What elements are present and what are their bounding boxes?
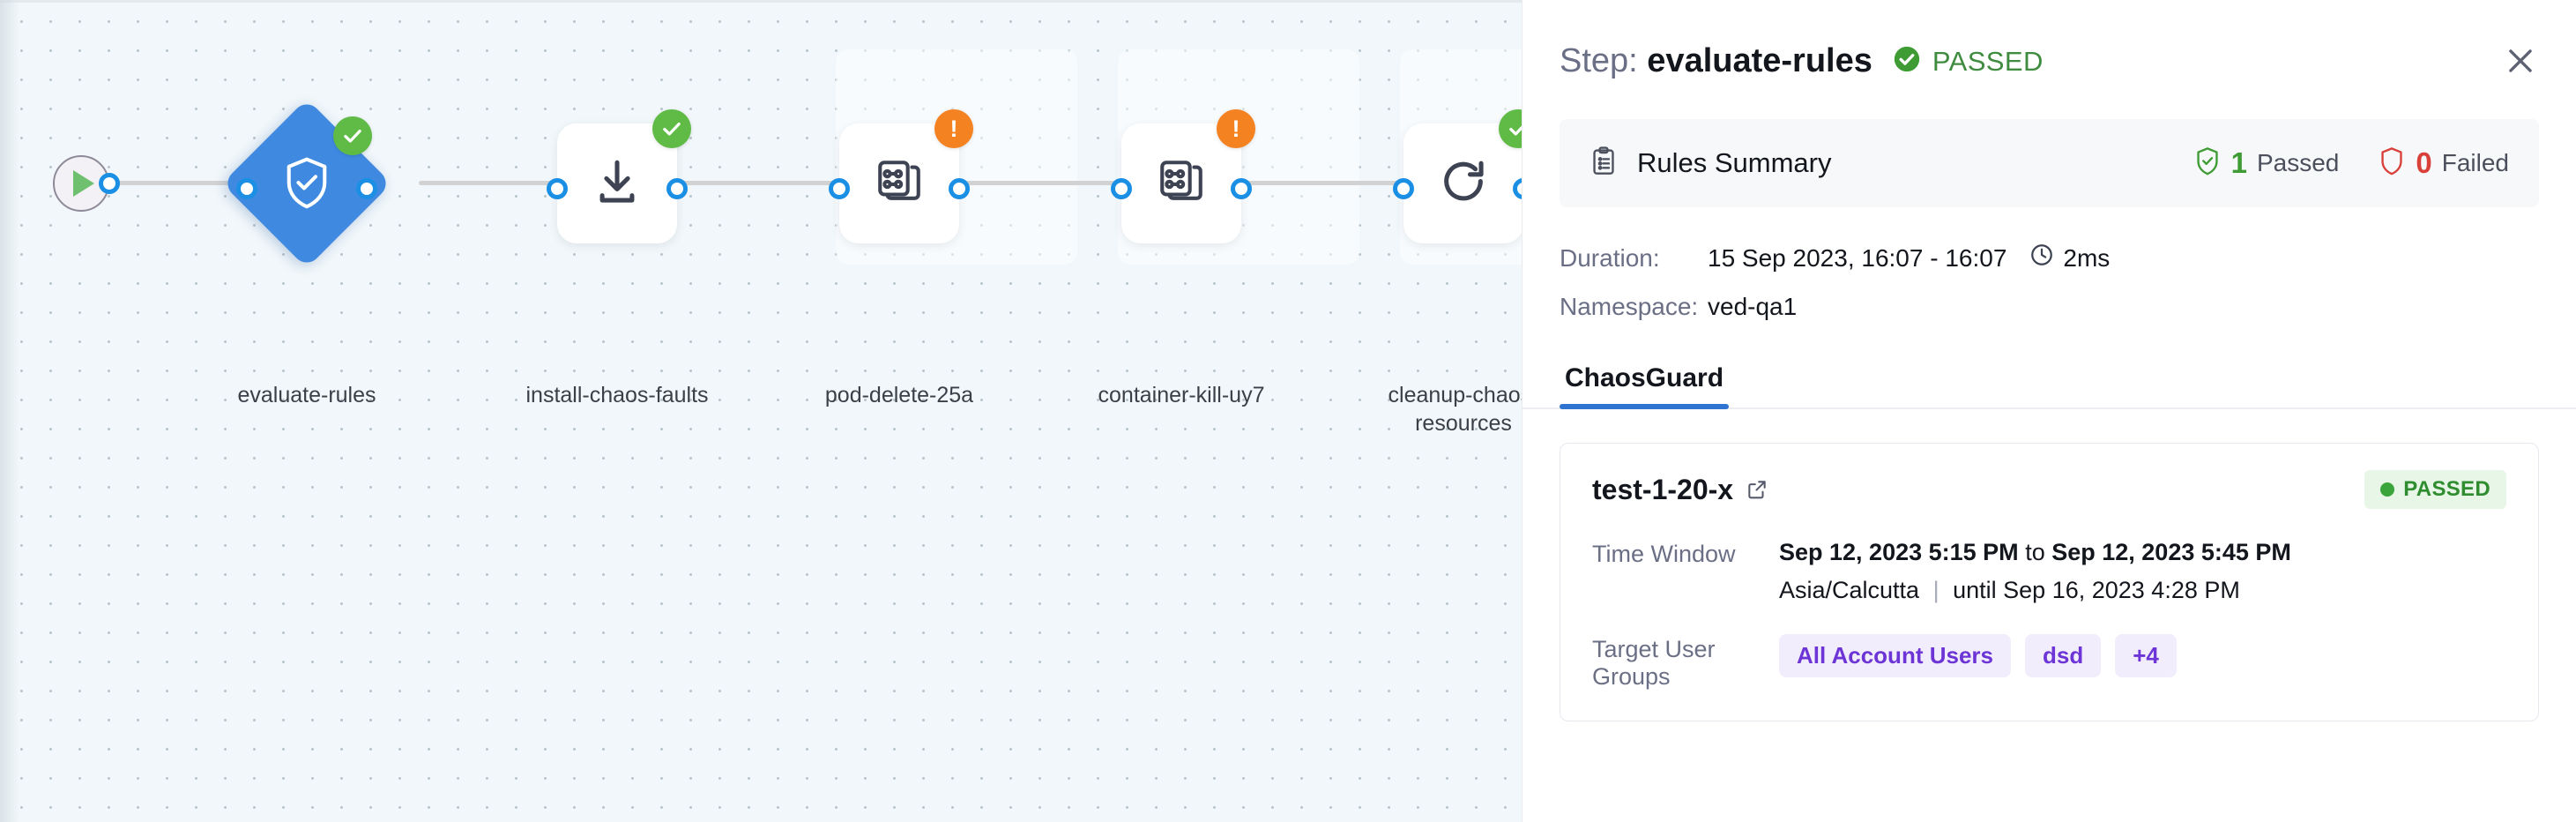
pipeline-edge: [679, 181, 838, 185]
refresh-icon: [1438, 156, 1489, 212]
panel-title-step-name: evaluate-rules: [1647, 42, 1872, 79]
node-port-left[interactable]: [1393, 178, 1414, 199]
namespace-value: ved-qa1: [1708, 293, 1798, 320]
status-dot-icon: [2380, 482, 2395, 497]
rule-name: test-1-20-x: [1592, 473, 1734, 505]
node-label: evaluate-rules: [237, 383, 376, 407]
chip[interactable]: dsd: [2024, 634, 2102, 677]
step-meta: Duration: 15 Sep 2023, 16:07 - 16:07 2ms…: [1560, 243, 2539, 321]
shield-check-icon: [2193, 146, 2222, 181]
rules-failed-stat: 0 Failed: [2378, 146, 2509, 181]
status-badge-success: [333, 116, 372, 155]
node-shape-card[interactable]: [1403, 123, 1522, 243]
chaosguard-rule-card: test-1-20-x PASSED Time Window Sep: [1560, 443, 2539, 721]
check-circle-icon: [1892, 44, 1922, 78]
target-user-groups-chips: All Account Users dsd +4: [1779, 634, 2177, 677]
time-window-start: Sep 12, 2023 5:15 PM: [1779, 539, 2019, 565]
time-window-until: until Sep 16, 2023 4:28 PM: [1953, 577, 2240, 603]
rules-passed-stat: 1 Passed: [2193, 146, 2340, 181]
node-port-left[interactable]: [547, 178, 568, 199]
canvas-top-divider: [0, 0, 1522, 3]
node-label: container-kill-uy7: [1098, 383, 1265, 407]
duration-elapsed: 2ms: [2063, 243, 2111, 272]
duration-label: Duration:: [1560, 243, 1660, 272]
pipeline-canvas[interactable]: evaluate-rules install-chaos-faults: [0, 0, 1522, 822]
node-shape-card[interactable]: [557, 123, 677, 243]
namespace-label: Namespace:: [1560, 293, 1699, 320]
pipeline-node-pod-delete-25a[interactable]: ! pod-delete-25a: [825, 109, 973, 407]
time-window-joiner: to: [2025, 539, 2045, 565]
node-shape-card[interactable]: [1121, 123, 1241, 243]
node-port-left[interactable]: [236, 178, 257, 199]
play-icon: [73, 170, 94, 197]
node-port-right[interactable]: [99, 173, 120, 194]
pipeline-node-cleanup-chaos-resources[interactable]: cleanup-chaos-resources: [1389, 109, 1522, 436]
panel-tabs: ChaosGuard: [1523, 351, 2576, 409]
pipeline-edge: [961, 181, 1120, 185]
chaos-experiment-icon: [874, 156, 925, 212]
rules-summary-title: Rules Summary: [1637, 147, 1832, 178]
panel-header: Step: evaluate-rules PASSED: [1523, 0, 2576, 80]
duration-row: Duration: 15 Sep 2023, 16:07 - 16:07 2ms: [1560, 243, 2539, 273]
node-label: pod-delete-25a: [824, 383, 974, 407]
rules-passed-label: Passed: [2256, 149, 2340, 176]
node-port-left[interactable]: [1111, 178, 1132, 199]
rule-status-badge: PASSED: [2364, 470, 2506, 509]
status-badge-success: [652, 109, 691, 148]
clipboard-icon: [1590, 146, 1618, 181]
rules-failed-count: 0: [2416, 146, 2432, 179]
status-badge: PASSED: [1892, 44, 2044, 78]
node-shape-diamond[interactable]: [221, 98, 392, 269]
rules-passed-count: 1: [2230, 146, 2247, 179]
node-port-right[interactable]: [666, 178, 688, 199]
rules-failed-label: Failed: [2441, 149, 2509, 176]
pipeline-node-evaluate-rules[interactable]: evaluate-rules: [221, 98, 392, 407]
node-port-right[interactable]: [1231, 178, 1252, 199]
close-icon[interactable]: [2500, 41, 2541, 81]
pipeline-node-install-chaos-faults[interactable]: install-chaos-faults: [525, 109, 709, 407]
pipeline-start-node[interactable]: [53, 155, 120, 212]
duration-value: 15 Sep 2023, 16:07 - 16:07: [1708, 243, 2007, 272]
node-label: install-chaos-faults: [525, 383, 709, 407]
time-window-timezone: Asia/Calcutta: [1779, 577, 1920, 603]
status-badge-warning: !: [1217, 109, 1255, 148]
node-port-right[interactable]: [356, 178, 377, 199]
page-title: Step: evaluate-rules: [1560, 42, 1872, 80]
shield-icon: [2378, 146, 2406, 181]
clock-icon: [2029, 243, 2054, 273]
divider: |: [1932, 577, 1939, 603]
node-shape-card[interactable]: [839, 123, 959, 243]
time-window-end: Sep 12, 2023 5:45 PM: [2051, 539, 2291, 565]
time-window-label: Time Window: [1592, 541, 1736, 567]
target-user-groups-label: Target User Groups: [1592, 636, 1716, 690]
tab-chaosguard[interactable]: ChaosGuard: [1560, 351, 1730, 409]
external-link-icon[interactable]: [1746, 478, 1768, 501]
chip[interactable]: All Account Users: [1779, 634, 2011, 677]
node-port-right[interactable]: [1513, 178, 1522, 199]
download-icon: [592, 156, 643, 212]
rules-summary-card: Rules Summary 1 Passed: [1560, 119, 2539, 207]
pipeline-edge: [419, 181, 560, 185]
namespace-row: Namespace: ved-qa1: [1560, 293, 2539, 321]
status-text: PASSED: [1932, 45, 2044, 77]
status-badge-warning: !: [934, 109, 973, 148]
node-label: cleanup-chaos-resources: [1388, 383, 1522, 436]
step-details-panel: Step: evaluate-rules PASSED: [1522, 0, 2576, 822]
time-window-row: Time Window Sep 12, 2023 5:15 PM to Sep …: [1592, 539, 2506, 604]
pipeline-node-container-kill-uy7[interactable]: ! container-kill-uy7: [1098, 109, 1264, 407]
pipeline-edge: [1243, 181, 1402, 185]
panel-title-prefix: Step:: [1560, 42, 1638, 79]
shield-check-icon: [281, 156, 332, 211]
rule-status-text: PASSED: [2403, 477, 2490, 501]
node-port-left[interactable]: [829, 178, 850, 199]
pipeline-edge: [104, 181, 256, 185]
node-port-right[interactable]: [949, 178, 970, 199]
target-user-groups-row: Target User Groups All Account Users dsd…: [1592, 634, 2506, 691]
chip-overflow[interactable]: +4: [2115, 634, 2177, 677]
chaos-experiment-icon: [1156, 156, 1207, 212]
